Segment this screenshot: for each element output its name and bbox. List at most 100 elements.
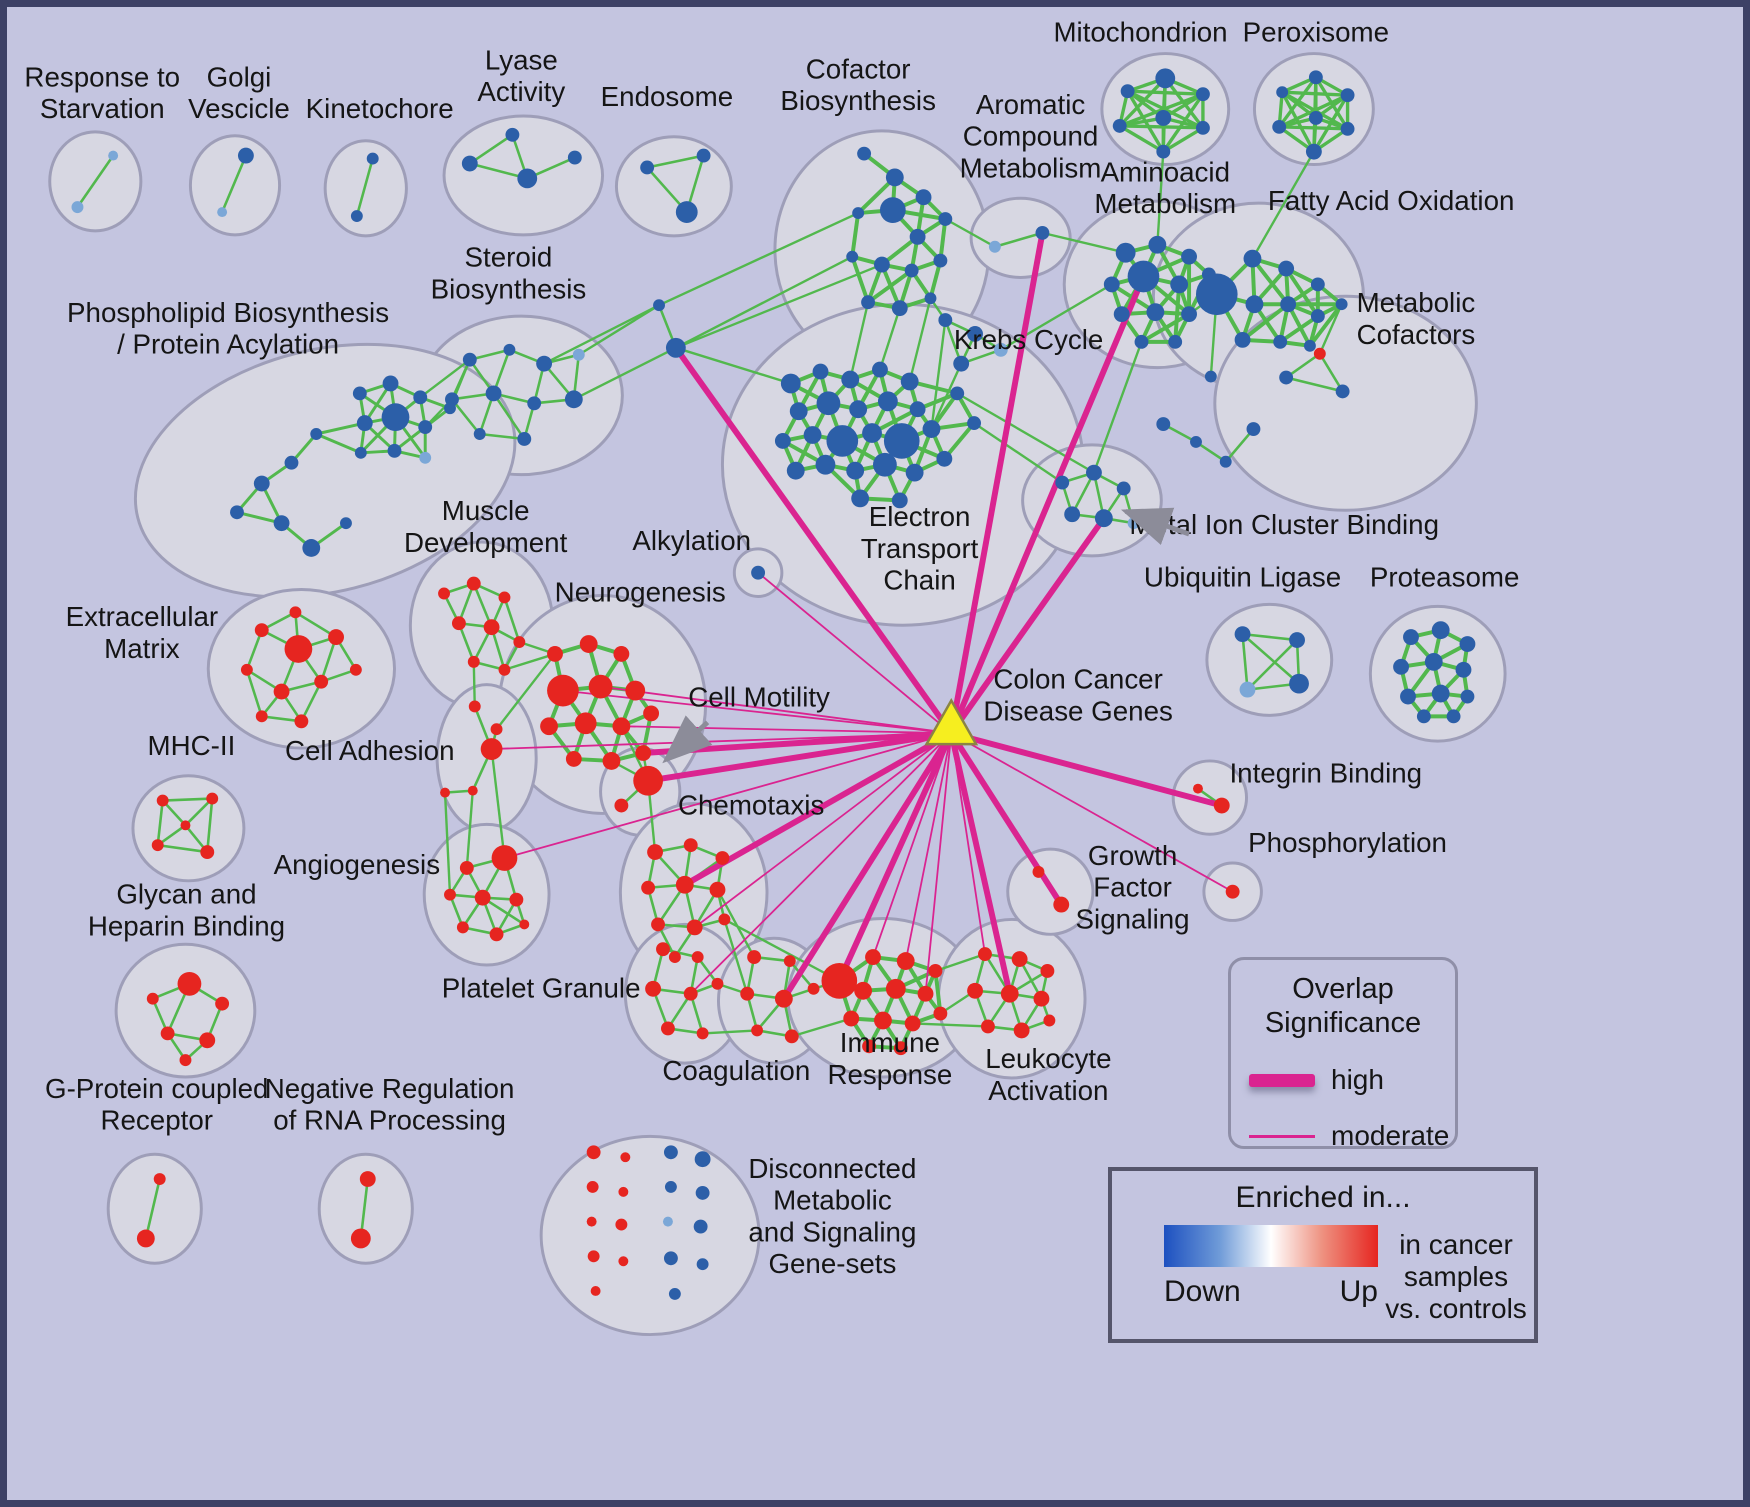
fatty-scatter-node <box>1156 417 1171 432</box>
geneset-overlap-edge <box>503 597 521 643</box>
leukocyte-activation-node <box>1040 964 1055 978</box>
fatty-acid-oxidation-node <box>1310 277 1325 292</box>
neurogenesis-node <box>602 752 621 770</box>
geneset-overlap-edge <box>850 256 870 303</box>
geneset-overlap-edge <box>1140 312 1191 344</box>
coagulation-node <box>784 1029 799 1044</box>
fatty-acid-oxidation-node <box>1303 339 1316 352</box>
cell-adhesion-node <box>480 738 503 760</box>
disconnected-genesets-node <box>696 1258 709 1271</box>
geneset-overlap-edge <box>1242 632 1298 642</box>
geneset-overlap-edge <box>355 158 374 217</box>
inter-cluster-edge <box>504 652 556 671</box>
fatty-acid-oxidation-node <box>1310 309 1325 324</box>
geneset-overlap-edge <box>1308 303 1344 348</box>
phospholipid-protein-acylation-node <box>230 505 244 520</box>
coagulation-node <box>807 982 820 995</box>
inter-cluster-edge <box>878 307 901 370</box>
chemotaxis-node <box>641 880 656 895</box>
geneset-overlap-edge <box>1195 440 1227 463</box>
geneset-overlap-edge <box>245 629 263 671</box>
phospholipid-protein-acylation-node <box>340 517 352 530</box>
golgi-vescicle-label: Golgi <box>207 61 272 92</box>
electron-transport-chain-node <box>851 489 870 508</box>
gradient-up-label: Up <box>1339 1275 1378 1308</box>
mitochondrion-node <box>1112 118 1127 133</box>
electron-transport-chain-node <box>786 461 805 480</box>
response-to-starvation-label: Response to <box>24 61 180 92</box>
steroid-biosynthesis-node <box>473 428 486 440</box>
fatty-acid-oxidation-node <box>1195 273 1238 316</box>
overlap-moderate-significance-link <box>690 732 952 995</box>
glycan-heparin-binding-node <box>160 1026 175 1041</box>
metal-ion-cluster-binding-node <box>1094 509 1113 528</box>
platelet-granule-label: Platelet Granule <box>442 973 641 1004</box>
overlap-high-significance-link <box>948 732 1013 995</box>
inter-cluster-edge <box>1318 303 1343 355</box>
g-protein-coupled-receptor-ellipse <box>106 1152 203 1265</box>
electron-transport-chain-node <box>816 391 841 416</box>
disconnected-genesets-node <box>663 1145 678 1160</box>
inter-cluster-edge <box>578 304 660 356</box>
fatty-scatter-node <box>1190 435 1202 448</box>
angiogenesis-node <box>444 888 456 901</box>
integrin-binding-label: Integrin Binding <box>1229 758 1422 789</box>
growth-factor-signaling-node <box>1032 865 1045 878</box>
coagulation-node <box>747 950 762 965</box>
mhc-ii-node <box>206 792 219 805</box>
g-protein-coupled-receptor-node <box>136 1229 155 1248</box>
mhc-ii-node <box>200 845 215 860</box>
peroxisome-node <box>1276 86 1289 99</box>
negative-regulation-rna-processing-ellipse <box>317 1152 414 1265</box>
extracellular-matrix-ellipse <box>206 588 396 750</box>
platelet-granule-node <box>711 977 724 990</box>
ubiquitin-ligase-node <box>1239 681 1256 698</box>
geneset-overlap-edge <box>1278 93 1349 129</box>
electron-transport-chain-node <box>883 423 920 459</box>
geneset-overlap-edge <box>866 268 913 304</box>
immune-response-label: Immune <box>840 1027 940 1058</box>
coagulation-node <box>751 1024 764 1037</box>
electron-transport-chain-node <box>905 463 924 482</box>
inter-cluster-edge <box>658 211 859 307</box>
electron-transport-chain-node <box>774 433 791 449</box>
glycan-heparin-binding-node <box>199 1032 216 1049</box>
aromatic-compound-metabolism-node <box>988 240 1001 253</box>
mitochondrion-label: Mitochondrion <box>1053 17 1227 48</box>
proteasome-node <box>1431 684 1450 703</box>
electron-transport-chain-node <box>789 402 808 421</box>
extracellular-matrix-node <box>255 710 268 723</box>
geneset-overlap-edge <box>1277 76 1318 128</box>
lyase-activity-node <box>567 150 582 165</box>
alkylation-label: Alkylation <box>632 525 751 556</box>
neurogenesis-node <box>565 751 582 767</box>
fatty-acid-oxidation-node <box>1234 331 1251 348</box>
phospholipid-protein-acylation-node <box>387 443 402 458</box>
immune-response-node <box>928 964 943 978</box>
overlap-moderate-significance-link <box>600 685 952 735</box>
overlap-moderate-significance-link <box>950 733 986 955</box>
inter-cluster-edge <box>465 790 474 869</box>
immune-response-label: Response <box>827 1059 952 1090</box>
cofactor-biosynthesis-node <box>924 292 937 305</box>
muscle-development-node <box>498 663 511 676</box>
golgi-vescicle-ellipse <box>188 134 282 237</box>
steroid-biosynthesis-node <box>503 343 516 356</box>
mhc-ii-node <box>151 839 164 852</box>
electron-transport-chain-node <box>803 426 822 444</box>
phospholipid-protein-acylation-node <box>382 375 399 392</box>
electron-transport-chain-node <box>900 372 919 391</box>
cofactor-biosynthesis-node <box>874 256 890 273</box>
extracellular-matrix-label: Extracellular <box>66 601 219 632</box>
aminoacid-metabolism-node <box>1181 306 1197 323</box>
chemotaxis-node <box>718 913 731 926</box>
geneset-overlap-edge <box>300 681 323 722</box>
krebs-scatter-node <box>967 326 983 342</box>
phospholipid-protein-acylation-node <box>381 403 410 432</box>
aminoacid-metabolism-node <box>1181 248 1197 265</box>
disconnected-genesets-node <box>662 1216 673 1227</box>
geneset-overlap-edge <box>245 669 263 717</box>
coagulation-node <box>740 986 755 1001</box>
phosphorylation-node <box>1225 884 1240 899</box>
cell-motility-label: Cell Motility <box>688 681 830 712</box>
